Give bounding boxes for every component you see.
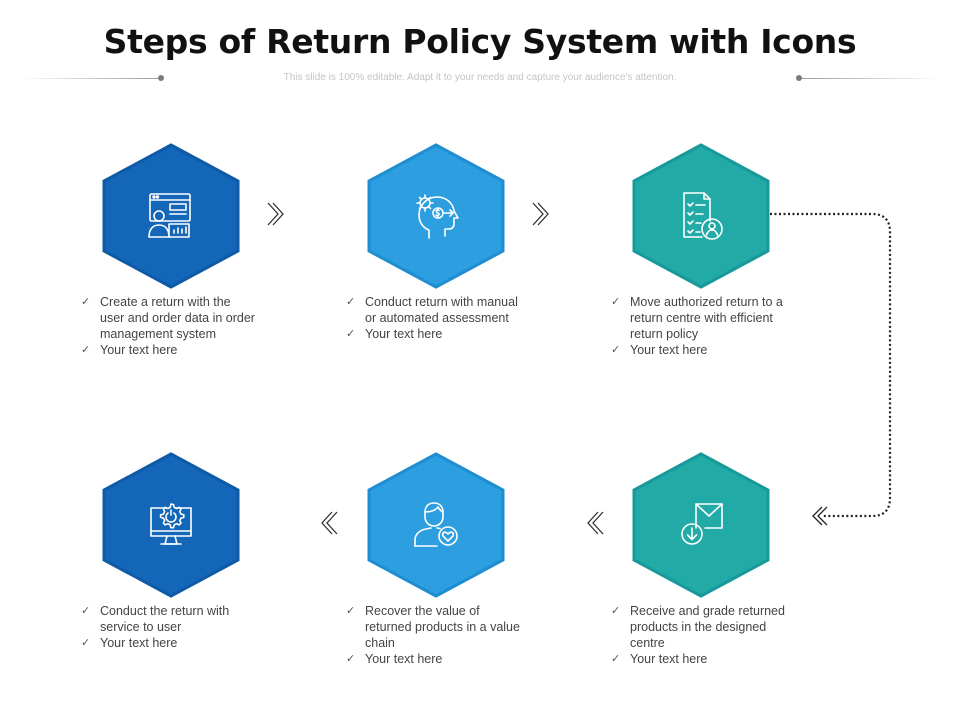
dotted-connector-arrow — [770, 212, 892, 526]
title-rule-dot-left — [158, 75, 164, 81]
checkmark-icon: ✓ — [346, 328, 356, 340]
step-6-hexagon — [632, 452, 770, 598]
double-chevron-left-icon — [587, 511, 604, 535]
list-item: ✓Your text here — [611, 343, 708, 357]
list-item: ✓Conduct return with manual or automated… — [346, 295, 518, 325]
title-rule-left — [20, 78, 160, 79]
automated-assessment-icon — [416, 194, 459, 239]
checkmark-icon: ✓ — [81, 637, 91, 649]
list-item: ✓Conduct the return with service to user — [81, 604, 230, 634]
return-policy-checklist-icon — [683, 192, 723, 240]
checkmark-icon: ✓ — [81, 296, 91, 308]
step-3-hexagon — [632, 143, 770, 289]
list-item: ✓Recover the value of returned products … — [346, 604, 520, 650]
step-4-hexagon — [102, 452, 240, 598]
title-rule-right — [800, 78, 942, 79]
list-item: ✓Your text here — [81, 636, 178, 650]
checkmark-icon: ✓ — [611, 344, 621, 356]
step-4-description: ✓Conduct the return with service to user… — [81, 603, 256, 651]
list-item: ✓Create a return with the user and order… — [81, 295, 255, 341]
step-5-hexagon — [367, 452, 505, 598]
page-subtitle: This slide is 100% editable. Adapt it to… — [283, 72, 677, 83]
step-2-description: ✓Conduct return with manual or automated… — [346, 294, 521, 342]
step-1-description: ✓Create a return with the user and order… — [81, 294, 256, 358]
list-item: ✓Your text here — [81, 343, 178, 357]
list-item: ✓Receive and grade returned products in … — [611, 604, 785, 650]
checkmark-icon: ✓ — [611, 653, 621, 665]
page-title: Steps of Return Policy System with Icons — [103, 22, 857, 61]
double-chevron-right-icon — [267, 202, 284, 226]
step-1-hexagon — [102, 143, 240, 289]
step-5-description: ✓Recover the value of returned products … — [346, 603, 521, 667]
checkmark-icon: ✓ — [346, 296, 356, 308]
step-6-description: ✓Receive and grade returned products in … — [611, 603, 786, 667]
double-chevron-left-icon — [321, 511, 338, 535]
computer-service-icon — [150, 503, 192, 545]
checkmark-icon: ✓ — [81, 605, 91, 617]
checkmark-icon: ✓ — [611, 296, 621, 308]
receive-mail-icon — [681, 503, 723, 545]
customer-value-icon — [414, 502, 458, 547]
order-management-icon — [148, 193, 191, 238]
list-item: ✓Your text here — [346, 327, 443, 341]
list-item: ✓Your text here — [611, 652, 708, 666]
list-item: ✓Move authorized return to a return cent… — [611, 295, 783, 341]
checkmark-icon: ✓ — [611, 605, 621, 617]
checkmark-icon: ✓ — [346, 605, 356, 617]
checkmark-icon: ✓ — [346, 653, 356, 665]
step-2-hexagon — [367, 143, 505, 289]
checkmark-icon: ✓ — [81, 344, 91, 356]
double-chevron-right-icon — [532, 202, 549, 226]
step-3-description: ✓Move authorized return to a return cent… — [611, 294, 786, 358]
list-item: ✓Your text here — [346, 652, 443, 666]
title-rule-dot-right — [796, 75, 802, 81]
